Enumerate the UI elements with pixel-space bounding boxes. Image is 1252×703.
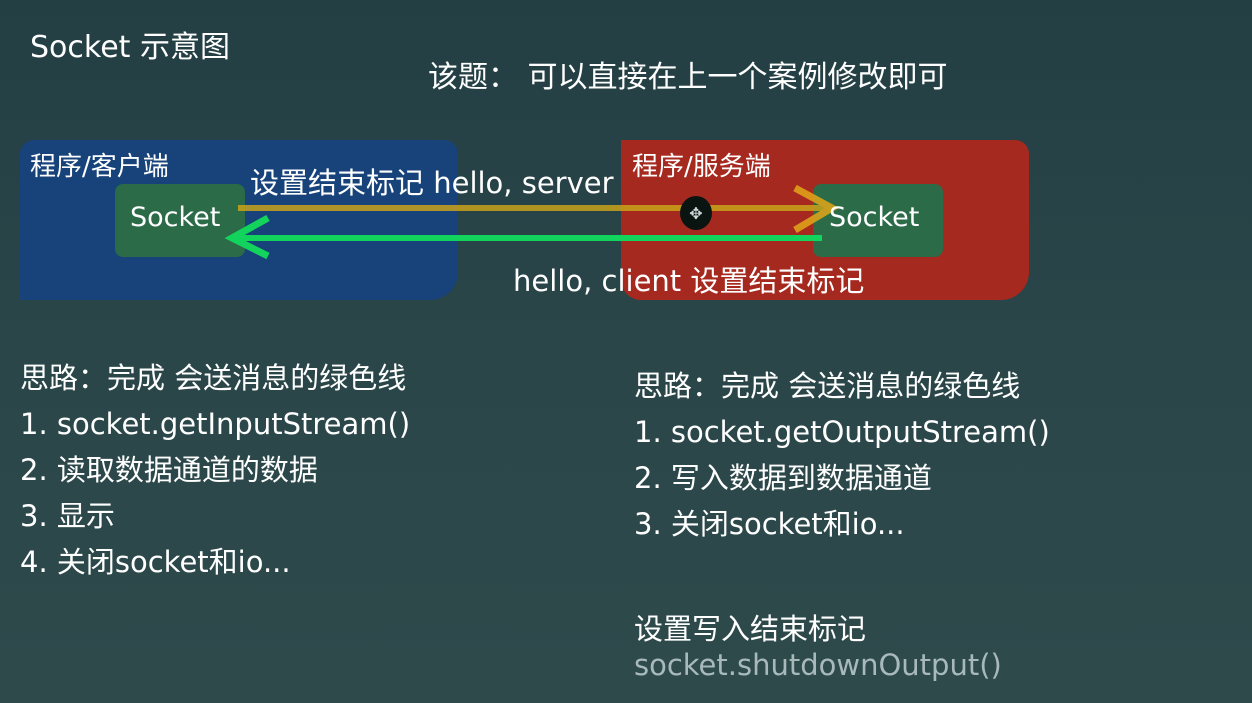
client-socket-box (115, 184, 245, 257)
client-step: 1. socket.getInputStream() (20, 407, 411, 441)
server-to-client-label: hello, client 设置结束标记 (513, 264, 865, 298)
end-marker-title: 设置写入结束标记 (634, 612, 867, 646)
client-step: 4. 关闭socket和io... (20, 545, 291, 579)
server-steps-heading: 思路：完成 会送消息的绿色线 (634, 369, 1021, 403)
client-step: 2. 读取数据通道的数据 (20, 453, 318, 487)
client-socket-label: Socket (130, 202, 221, 233)
server-socket-box (813, 184, 943, 257)
client-to-server-label: 设置结束标记 hello, server (250, 166, 614, 200)
client-steps-heading: 思路：完成 会送消息的绿色线 (20, 361, 407, 395)
client-step: 3. 显示 (20, 499, 115, 533)
server-step: 2. 写入数据到数据通道 (634, 461, 932, 495)
server-socket-label: Socket (829, 202, 920, 233)
move-cursor-icon[interactable]: ✥ (680, 196, 712, 230)
slide-title: Socket 示意图 (30, 30, 230, 65)
client-panel-label: 程序/客户端 (30, 152, 169, 182)
server-step: 3. 关闭socket和io... (634, 507, 905, 541)
server-to-client-arrow (224, 214, 822, 260)
client-to-server-arrow (238, 184, 840, 234)
server-step: 1. socket.getOutputStream() (634, 415, 1050, 449)
end-marker-code: socket.shutdownOutput() (634, 648, 1002, 682)
client-steps: 思路：完成 会送消息的绿色线 1. socket.getInputStream(… (20, 355, 410, 585)
server-panel-label: 程序/服务端 (632, 152, 771, 182)
server-steps: 思路：完成 会送消息的绿色线 1. socket.getOutputStream… (634, 363, 1050, 547)
slide-note: 该题： 可以直接在上一个案例修改即可 (428, 60, 948, 95)
